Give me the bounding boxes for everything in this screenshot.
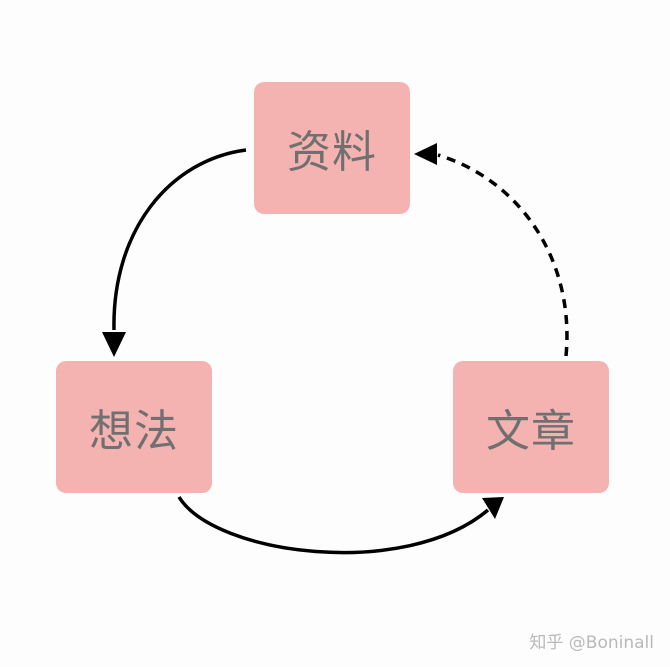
arrowhead-into-article: [482, 497, 504, 519]
edge-article-to-source: [437, 153, 569, 357]
node-idea-label: 想法: [89, 406, 179, 457]
arrowhead-into-source: [414, 143, 437, 165]
edge-idea-to-article: [177, 496, 490, 555]
edge-source-to-idea: [112, 148, 247, 331]
node-source: 资料: [254, 82, 410, 214]
node-idea: 想法: [56, 361, 212, 493]
arrowhead-into-idea: [102, 332, 126, 357]
node-source-label: 资料: [287, 127, 377, 178]
node-article-label: 文章: [486, 406, 576, 457]
node-article: 文章: [453, 361, 609, 493]
watermark: 知乎 @Boninall: [529, 633, 654, 653]
